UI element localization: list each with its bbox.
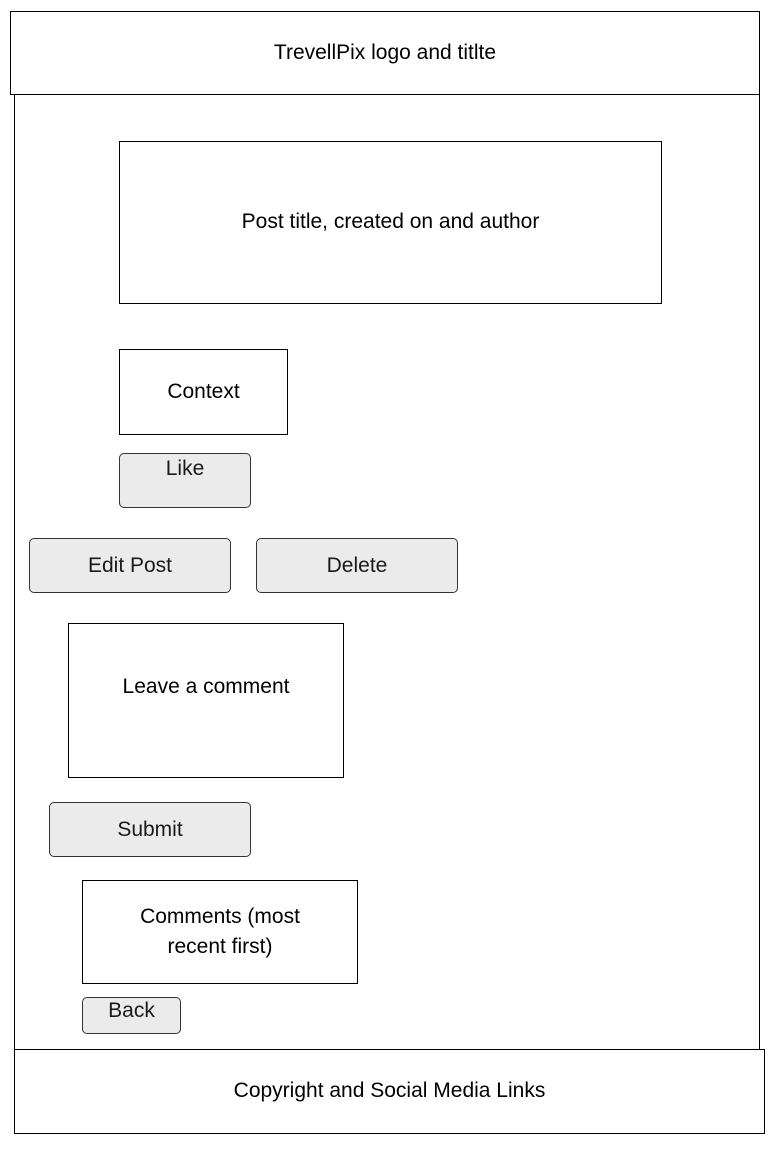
footer-box: Copyright and Social Media Links: [14, 1049, 765, 1134]
submit-button[interactable]: Submit: [49, 802, 251, 857]
post-info-box: Post title, created on and author: [119, 141, 662, 304]
delete-button[interactable]: Delete: [256, 538, 458, 593]
header-text: TrevellPix logo and titlte: [273, 40, 497, 64]
comments-list-box: Comments (most recent first): [82, 880, 358, 984]
comment-input-text: Leave a comment: [122, 675, 290, 698]
back-button[interactable]: Back: [82, 997, 181, 1034]
edit-post-button[interactable]: Edit Post: [29, 538, 231, 593]
post-context-text: Context: [167, 379, 240, 403]
post-context-box: Context: [119, 349, 288, 435]
comment-input-box[interactable]: Leave a comment: [68, 623, 344, 778]
footer-text: Copyright and Social Media Links: [233, 1079, 546, 1103]
comments-list-text: Comments (most recent first): [140, 904, 300, 958]
page-frame: [14, 95, 760, 1051]
like-button[interactable]: Like: [119, 453, 251, 508]
post-info-text: Post title, created on and author: [241, 210, 540, 234]
header-logo-title: TrevellPix logo and titlte: [10, 11, 760, 95]
